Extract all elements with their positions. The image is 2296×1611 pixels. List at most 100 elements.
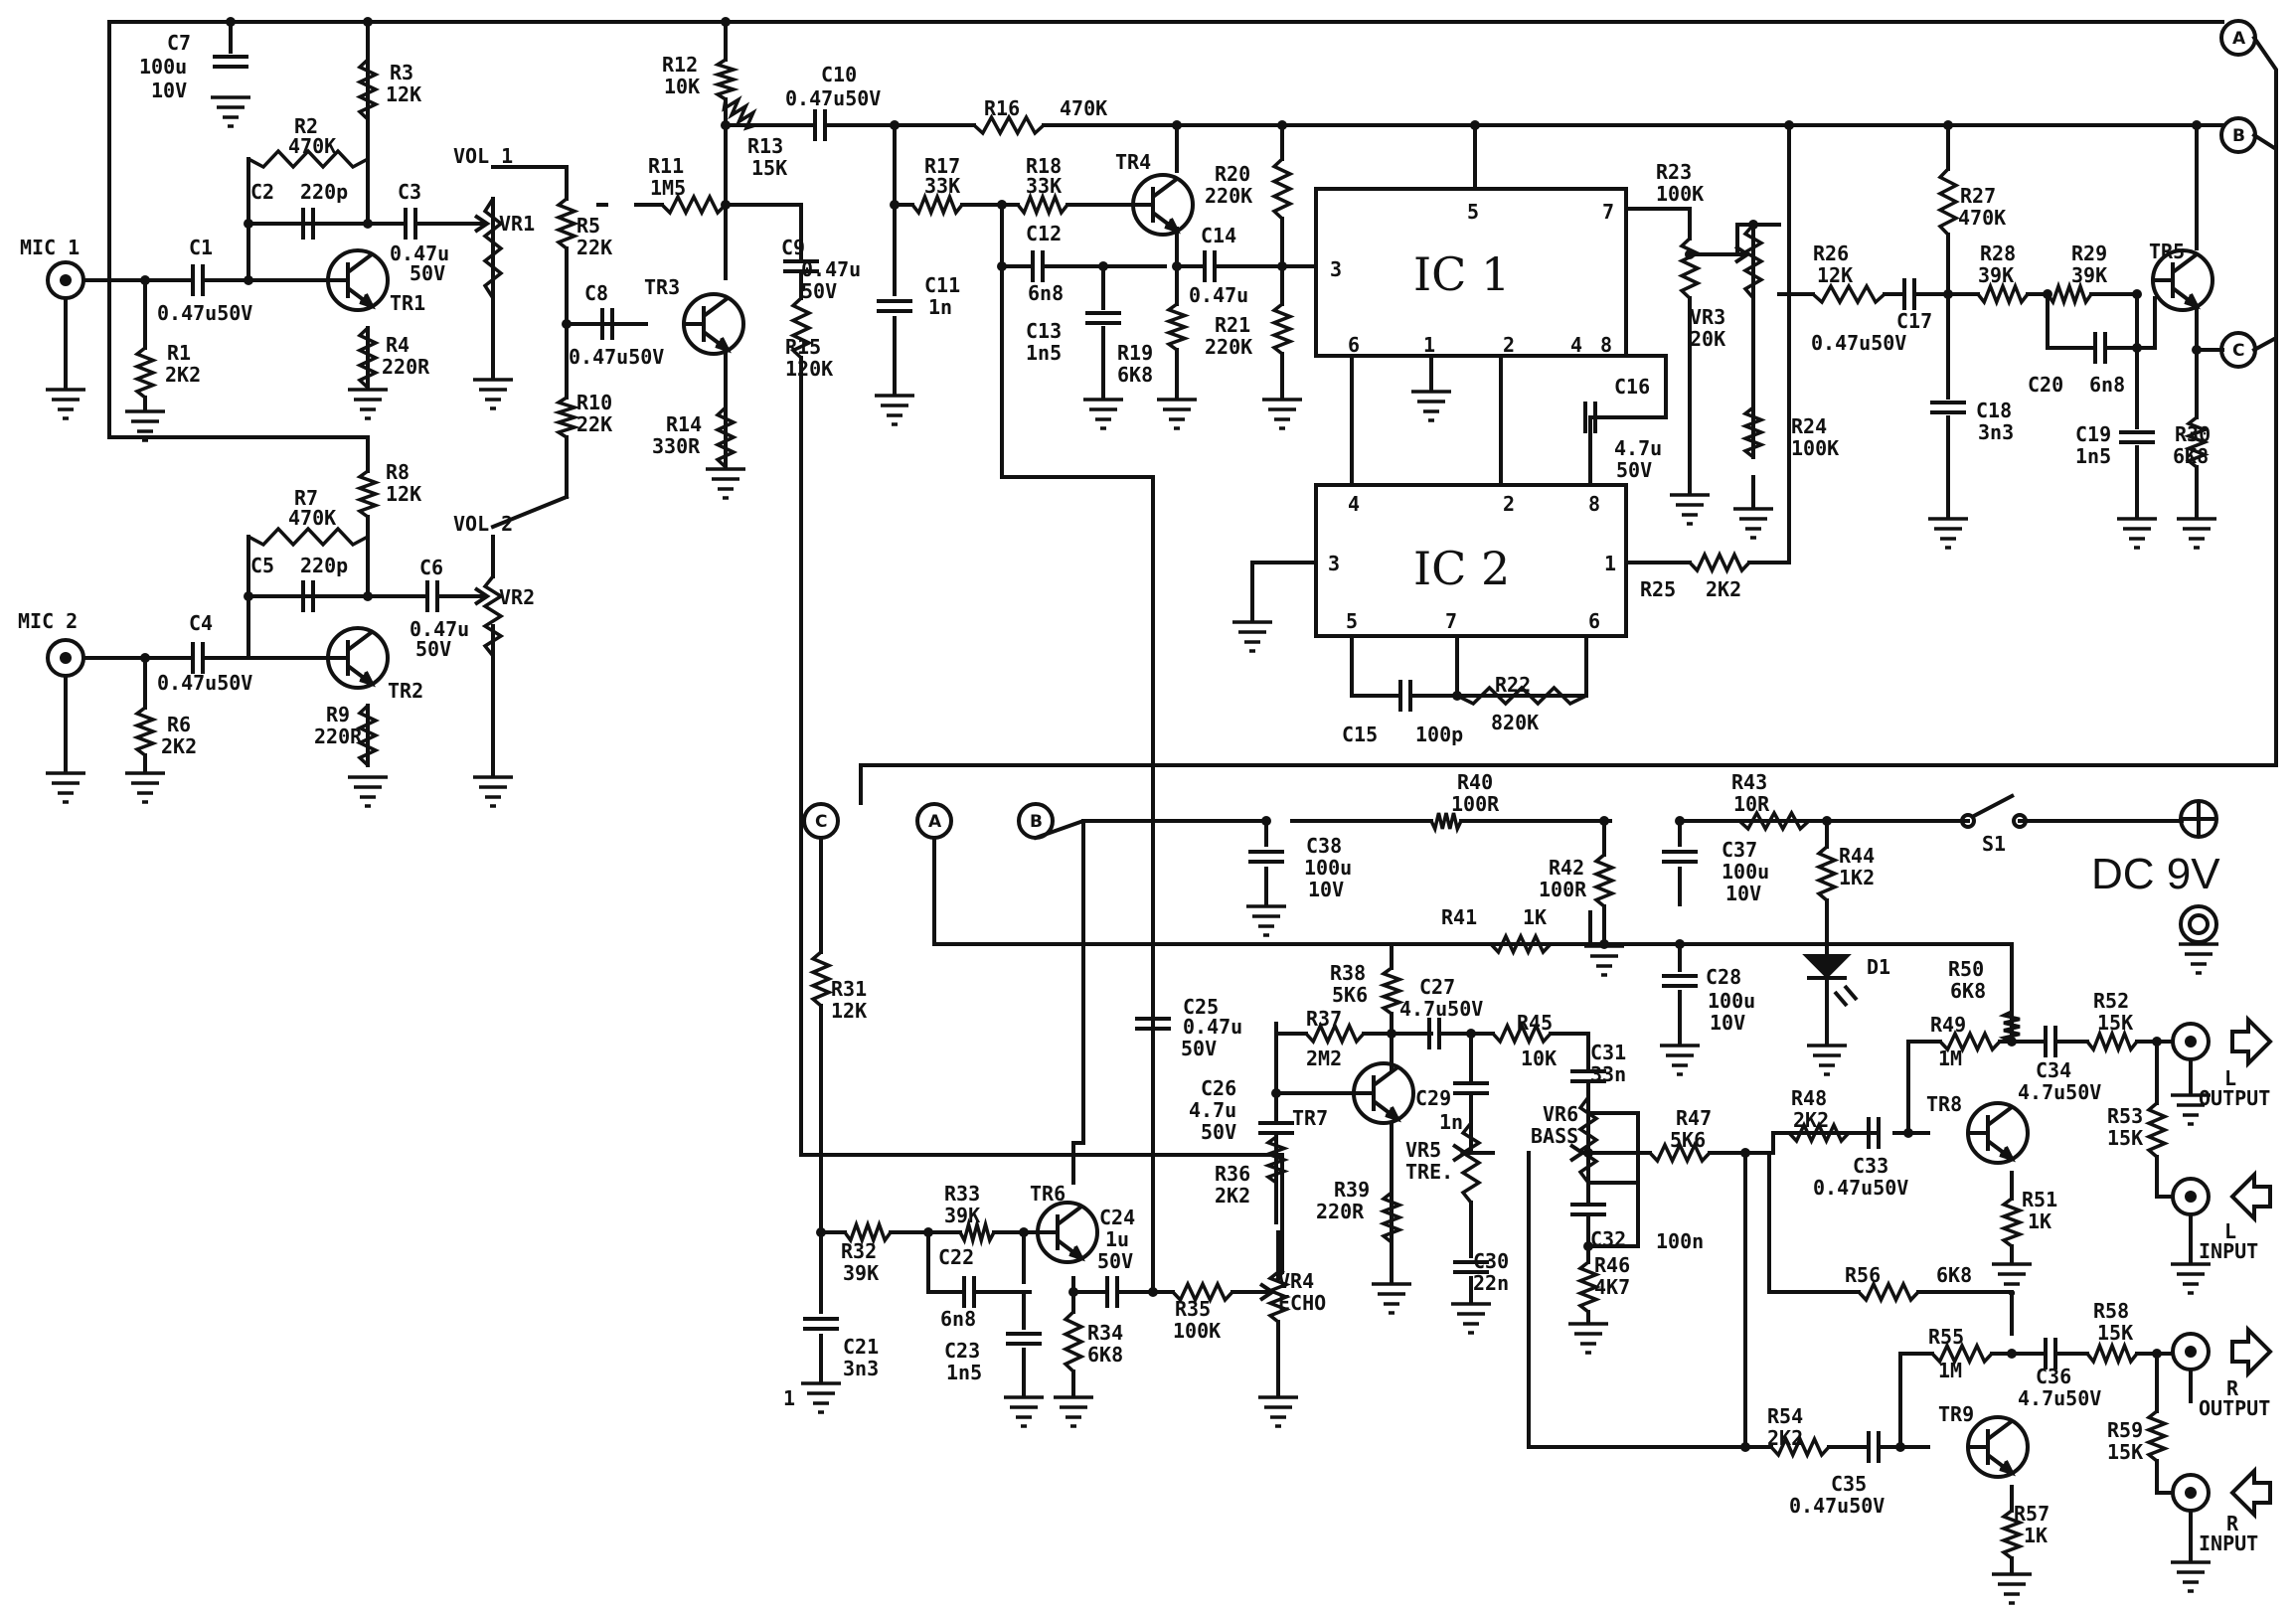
- label-r54: R54: [1767, 1404, 1803, 1428]
- pot-vr2-track: [481, 574, 505, 658]
- label-r56-value: 6K8: [1936, 1263, 1972, 1287]
- wire-28: [724, 203, 803, 260]
- label-r4-value: 220R: [382, 355, 430, 379]
- label-c21: C21: [843, 1335, 879, 1359]
- resistor-r6: [132, 706, 158, 757]
- label-r28: R28: [1980, 242, 2016, 265]
- s1-lever: [1971, 793, 2015, 819]
- ground-symbol-6: [1081, 398, 1125, 430]
- label-r20: R20: [1215, 162, 1250, 186]
- d1-triangle: [1802, 954, 1852, 979]
- label-r39: R39: [1334, 1178, 1370, 1202]
- label-r16-value: 470K: [1060, 96, 1107, 120]
- label-c25-voltage: 50V: [1181, 1037, 1217, 1060]
- label-c30-value: 22n: [1473, 1271, 1509, 1295]
- label-r5-value: 22K: [576, 236, 612, 259]
- node-c-top-label: C: [2232, 341, 2244, 361]
- resistor-r11: [660, 193, 728, 217]
- label-r3: R3: [390, 61, 413, 84]
- resistor-r44: [1814, 845, 1840, 902]
- junction-dot-37: [1822, 816, 1832, 826]
- label-c35: C35: [1831, 1472, 1867, 1496]
- label-r9: R9: [326, 703, 350, 726]
- label-r38-value: 5K6: [1332, 983, 1368, 1007]
- label-r4: R4: [386, 333, 410, 357]
- label-c25: C25: [1183, 995, 1219, 1019]
- junction-dot-23: [1098, 261, 1108, 271]
- label-r13-value: 15K: [751, 156, 787, 180]
- label-r41: R41: [1441, 905, 1477, 929]
- wire-4: [2251, 132, 2278, 353]
- ic1-pin-6: 6: [1348, 333, 1360, 357]
- label-r11: R11: [648, 154, 684, 178]
- mic1-jack-pin: [60, 274, 72, 286]
- transistor-tr7: [1352, 1061, 1415, 1125]
- capacitor-c24: [1105, 1276, 1119, 1308]
- label-r58-value: 15K: [2097, 1321, 2133, 1345]
- ic2-pin-6: 6: [1588, 609, 1600, 633]
- resistor-r4: [355, 326, 381, 390]
- junction-dot-12: [363, 219, 373, 229]
- resistor-r17: [910, 192, 964, 218]
- label-c29: C29: [1415, 1086, 1451, 1110]
- label-c28-value: 100u: [1708, 989, 1755, 1013]
- capacitor-c37: [1662, 850, 1698, 864]
- label-r1: R1: [167, 341, 191, 365]
- ground-symbol-9: [1409, 390, 1453, 422]
- ground-symbol-37: [2177, 942, 2220, 975]
- ground-symbol-7: [1155, 398, 1199, 430]
- node-b-top-label: B: [2232, 126, 2245, 146]
- resistor-r23: [1677, 237, 1703, 300]
- resistor-r16: [972, 113, 1046, 137]
- resistor-r47: [1648, 1140, 1712, 1166]
- wire-185: [1767, 1151, 1861, 1294]
- label-c26-value: 4.7u: [1189, 1098, 1236, 1122]
- ground-symbol-35: [1990, 1572, 2034, 1605]
- r-input-jack: [2171, 1473, 2211, 1513]
- label-c36-value: 4.7u50V: [2018, 1386, 2101, 1410]
- label-r19-value: 6K8: [1117, 363, 1153, 387]
- capacitor-c27: [1427, 1018, 1441, 1049]
- label-r37: R37: [1306, 1007, 1342, 1031]
- wire-178: [1708, 1151, 1747, 1449]
- resistor-r56: [1857, 1279, 1920, 1305]
- label-vr3-value: 20K: [1690, 327, 1725, 351]
- label-r46: R46: [1594, 1253, 1630, 1277]
- ic1-package: [1314, 187, 1628, 358]
- label-r47: R47: [1676, 1106, 1712, 1130]
- junction-dot-0: [363, 17, 373, 27]
- label-r-output: OUTPUT: [2199, 1396, 2270, 1420]
- label-vr5: VR5: [1405, 1138, 1441, 1162]
- label-r46-value: 4K7: [1594, 1275, 1630, 1299]
- transistor-tr3-collector: [702, 296, 730, 318]
- transistor-tr4-arrow: [1164, 218, 1181, 235]
- label-r45: R45: [1517, 1011, 1553, 1035]
- junction-dot-47: [1466, 1029, 1476, 1039]
- label-c23-value: 1n5: [946, 1361, 982, 1384]
- label-c18-value: 3n3: [1978, 420, 2014, 444]
- label-vol1: VOL 1: [453, 144, 513, 168]
- junction-dot-8: [1784, 120, 1794, 130]
- label-mic2: MIC 2: [18, 609, 78, 633]
- label-r30: R30: [2175, 422, 2211, 446]
- junction-dot-42: [1019, 1227, 1029, 1237]
- ground-symbol-22: [1002, 1395, 1046, 1428]
- resistor-r3: [355, 58, 381, 121]
- label-c19-value: 1n5: [2075, 444, 2111, 468]
- wire-46: [490, 494, 570, 530]
- capacitor-c32: [1570, 1203, 1606, 1216]
- junction-dot-11: [244, 219, 253, 229]
- label-c2: C2: [250, 180, 274, 204]
- label-l-output-side: L: [2224, 1066, 2236, 1090]
- label-vr1: VR1: [499, 212, 535, 236]
- label-r33-value: 39K: [944, 1204, 980, 1227]
- label-c5-value: 220p: [300, 554, 348, 577]
- wire-19: [491, 165, 569, 201]
- junction-dot-55: [2152, 1349, 2162, 1359]
- junction-dot-7: [1470, 120, 1480, 130]
- label-r33: R33: [944, 1182, 980, 1206]
- label-tr9: TR9: [1938, 1402, 1974, 1426]
- label-r26-value: 12K: [1817, 263, 1853, 287]
- label-c20-value: 6n8: [2089, 373, 2125, 397]
- capacitor-c23: [1006, 1332, 1042, 1346]
